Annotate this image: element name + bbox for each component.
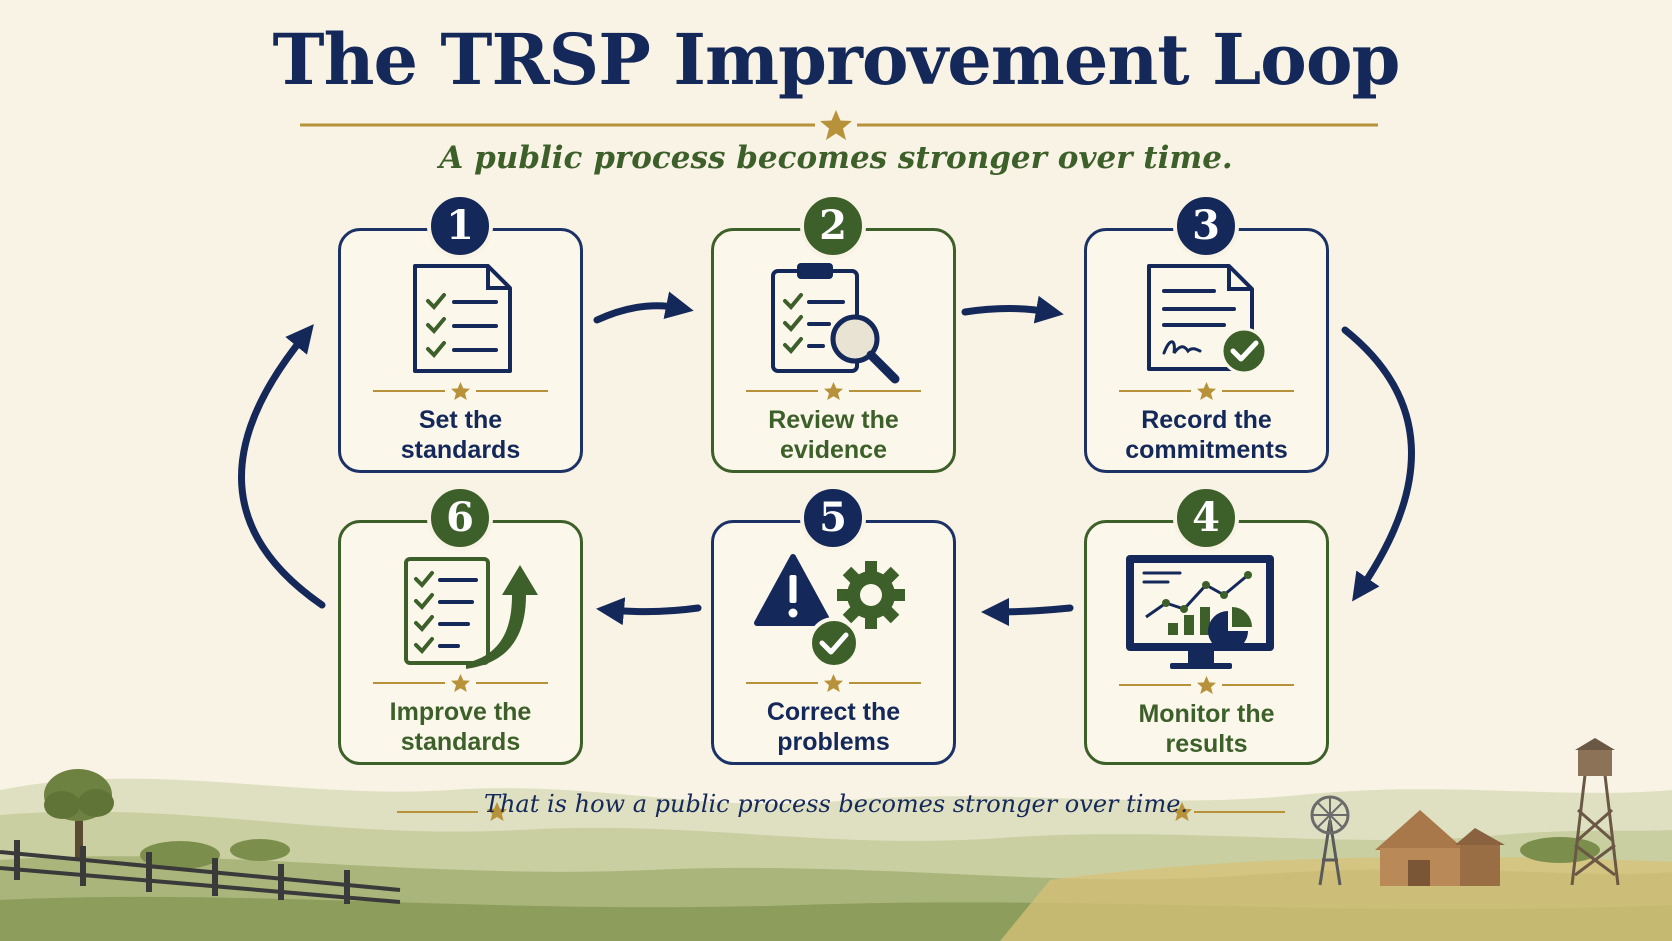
star-icon [451,382,470,400]
card-divider [373,674,548,692]
step-2-label: Review the evidence [768,406,899,464]
step-card-6: Improve the standards [338,520,583,765]
step-5-label: Correct the problems [766,698,901,756]
step-2-number: 2 [800,193,866,259]
star-icon [820,110,852,140]
step-1-label: Set the standards [400,406,521,464]
star-icon [487,802,507,821]
step-card-2: Review the evidence [711,228,956,473]
subtitle: A public process becomes stronger over t… [439,140,1233,176]
star-icon [1197,382,1216,400]
step-1-number: 1 [427,193,493,259]
page-title: The TRSP Improvement Loop [272,18,1401,101]
card-divider [373,382,548,400]
warning-gear-check-icon [754,554,905,669]
monitor-chart-icon [1126,555,1274,669]
arrow-4-to-5 [981,597,1074,626]
checklist-up-arrow-icon [404,557,538,669]
card-divider [1119,382,1294,400]
checklist-document-icon [413,264,512,373]
step-4-number: 4 [1173,485,1239,551]
star-icon [824,382,843,400]
step-3-number: 3 [1173,193,1239,259]
step-card-4: Monitor the results [1084,520,1329,765]
star-icon [451,674,470,692]
step-4-label: Monitor the results [1138,700,1275,758]
card-divider [1119,676,1294,694]
step-card-1: Set the standards [338,228,583,473]
arrow-5-to-6 [596,597,702,626]
arrow-1-to-2 [593,291,694,324]
star-icon [824,674,843,692]
star-icon [1172,802,1192,821]
signed-document-icon [1147,264,1268,375]
title-divider [300,110,1378,140]
arrow-3-to-4 [1341,326,1415,602]
star-icon [1197,676,1216,694]
step-5-number: 5 [800,485,866,551]
footer-divider [397,802,1285,821]
step-6-number: 6 [427,485,493,551]
card-divider [746,674,921,692]
clipboard-magnifier-icon [771,263,900,384]
arrow-2-to-3 [961,295,1064,324]
step-3-label: Record the commitments [1125,406,1288,464]
step-card-5: Correct the problems [711,520,956,765]
footer-text: That is how a public process becomes str… [483,790,1189,818]
arrow-6-to-1 [238,324,326,609]
step-card-3: Record the commitments [1084,228,1329,473]
step-6-label: Improve the standards [389,698,532,756]
card-divider [746,382,921,400]
